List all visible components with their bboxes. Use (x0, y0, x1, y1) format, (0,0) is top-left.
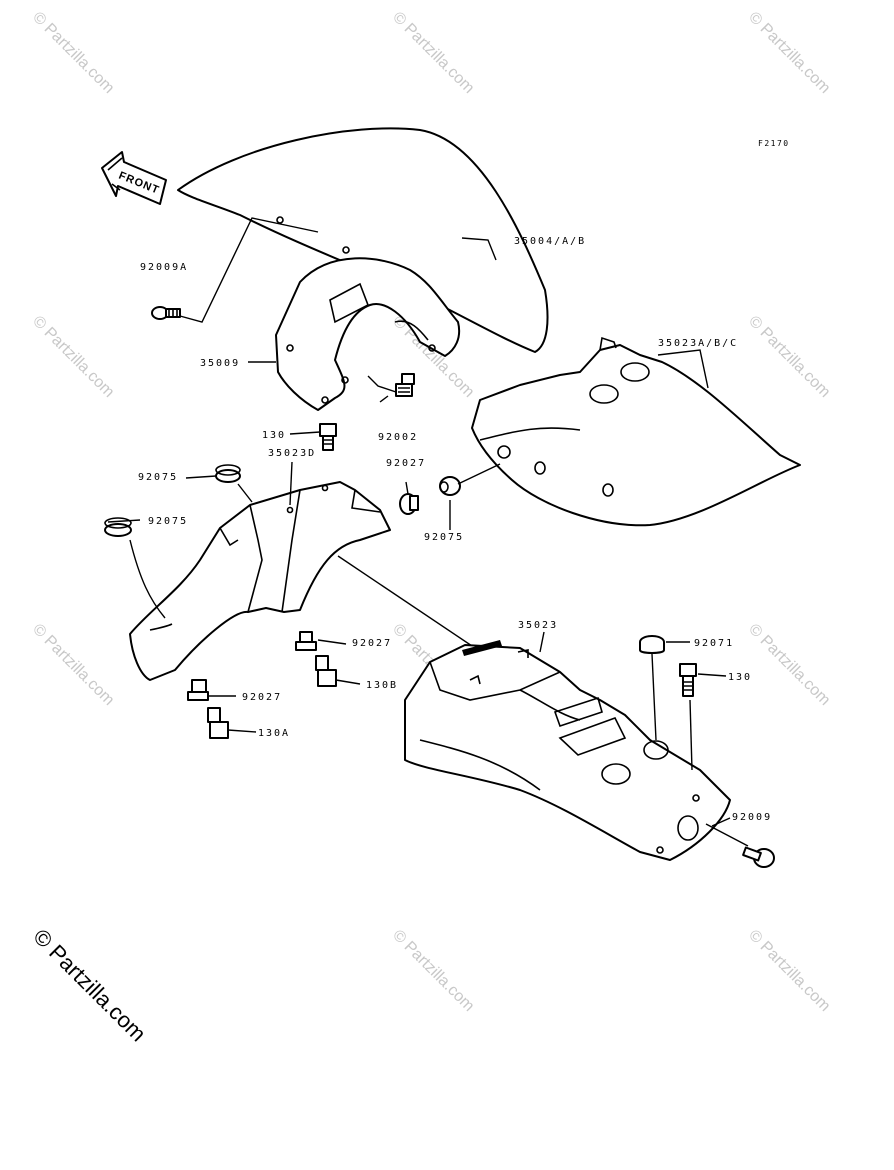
bolt-130-right-icon (679, 663, 697, 697)
collar-92027-c-icon (187, 679, 209, 701)
watermark-9: © Partzilla.com (745, 621, 833, 709)
rear-fender-inner (404, 640, 731, 861)
label-92075-b: 92075 (148, 516, 188, 527)
watermark-corner: © Partzilla.com (28, 924, 151, 1047)
label-92027-c: 92027 (242, 692, 282, 703)
label-92009: 92009 (732, 812, 772, 823)
label-130-right: 130 (728, 672, 752, 683)
bolt-92002-icon (395, 373, 415, 397)
label-leaders (107, 237, 731, 827)
label-130a: 130A (258, 728, 290, 739)
inner-fender-front (129, 481, 391, 681)
grommet-92075-a-icon (215, 464, 241, 483)
watermark-10: © Partzilla.com (389, 927, 477, 1015)
label-92071: 92071 (694, 638, 734, 649)
collar-92027-b-icon (295, 631, 317, 651)
rear-fender-cover (471, 336, 801, 527)
label-35023d: 35023D (268, 448, 316, 459)
front-fender (177, 127, 549, 353)
watermark-1: © Partzilla.com (29, 9, 117, 97)
bolt-92009a-icon (151, 306, 181, 320)
part-labels: 35004/A/B 92009A 35009 92002 35023A/B/C … (138, 236, 772, 823)
grommet-92075-b-icon (104, 517, 132, 537)
label-92027-b: 92027 (352, 638, 392, 649)
watermark-4: © Partzilla.com (29, 313, 117, 401)
fender-bracket (275, 257, 461, 411)
watermark-2: © Partzilla.com (389, 9, 477, 97)
watermark-3: © Partzilla.com (745, 9, 833, 97)
label-92075-a: 92075 (138, 472, 178, 483)
bolt-130a-icon (207, 707, 229, 739)
grommet-92075-c-icon (439, 476, 461, 496)
label-35023: 35023 (518, 620, 558, 631)
watermark-7: © Partzilla.com (29, 621, 117, 709)
label-35009: 35009 (200, 358, 240, 369)
figure-code: F2170 (758, 139, 790, 148)
bolt-130b-icon (315, 655, 337, 687)
label-92009a: 92009A (140, 262, 188, 273)
watermark-11: © Partzilla.com (745, 927, 833, 1015)
damper-92071-icon (639, 635, 665, 654)
label-130b: 130B (366, 680, 398, 691)
label-92002: 92002 (378, 432, 418, 443)
watermark-6: © Partzilla.com (745, 313, 833, 401)
label-130-top: 130 (262, 430, 286, 441)
collar-92027-a-icon (399, 493, 419, 515)
bolt-92009-icon (742, 846, 775, 868)
label-35023abc: 35023A/B/C (658, 338, 738, 349)
bolt-130-top-icon (319, 423, 337, 451)
label-92027-a: 92027 (386, 458, 426, 469)
label-35004: 35004/A/B (514, 236, 586, 247)
label-92075-c: 92075 (424, 532, 464, 543)
front-arrow-icon: FRONT (101, 151, 167, 205)
